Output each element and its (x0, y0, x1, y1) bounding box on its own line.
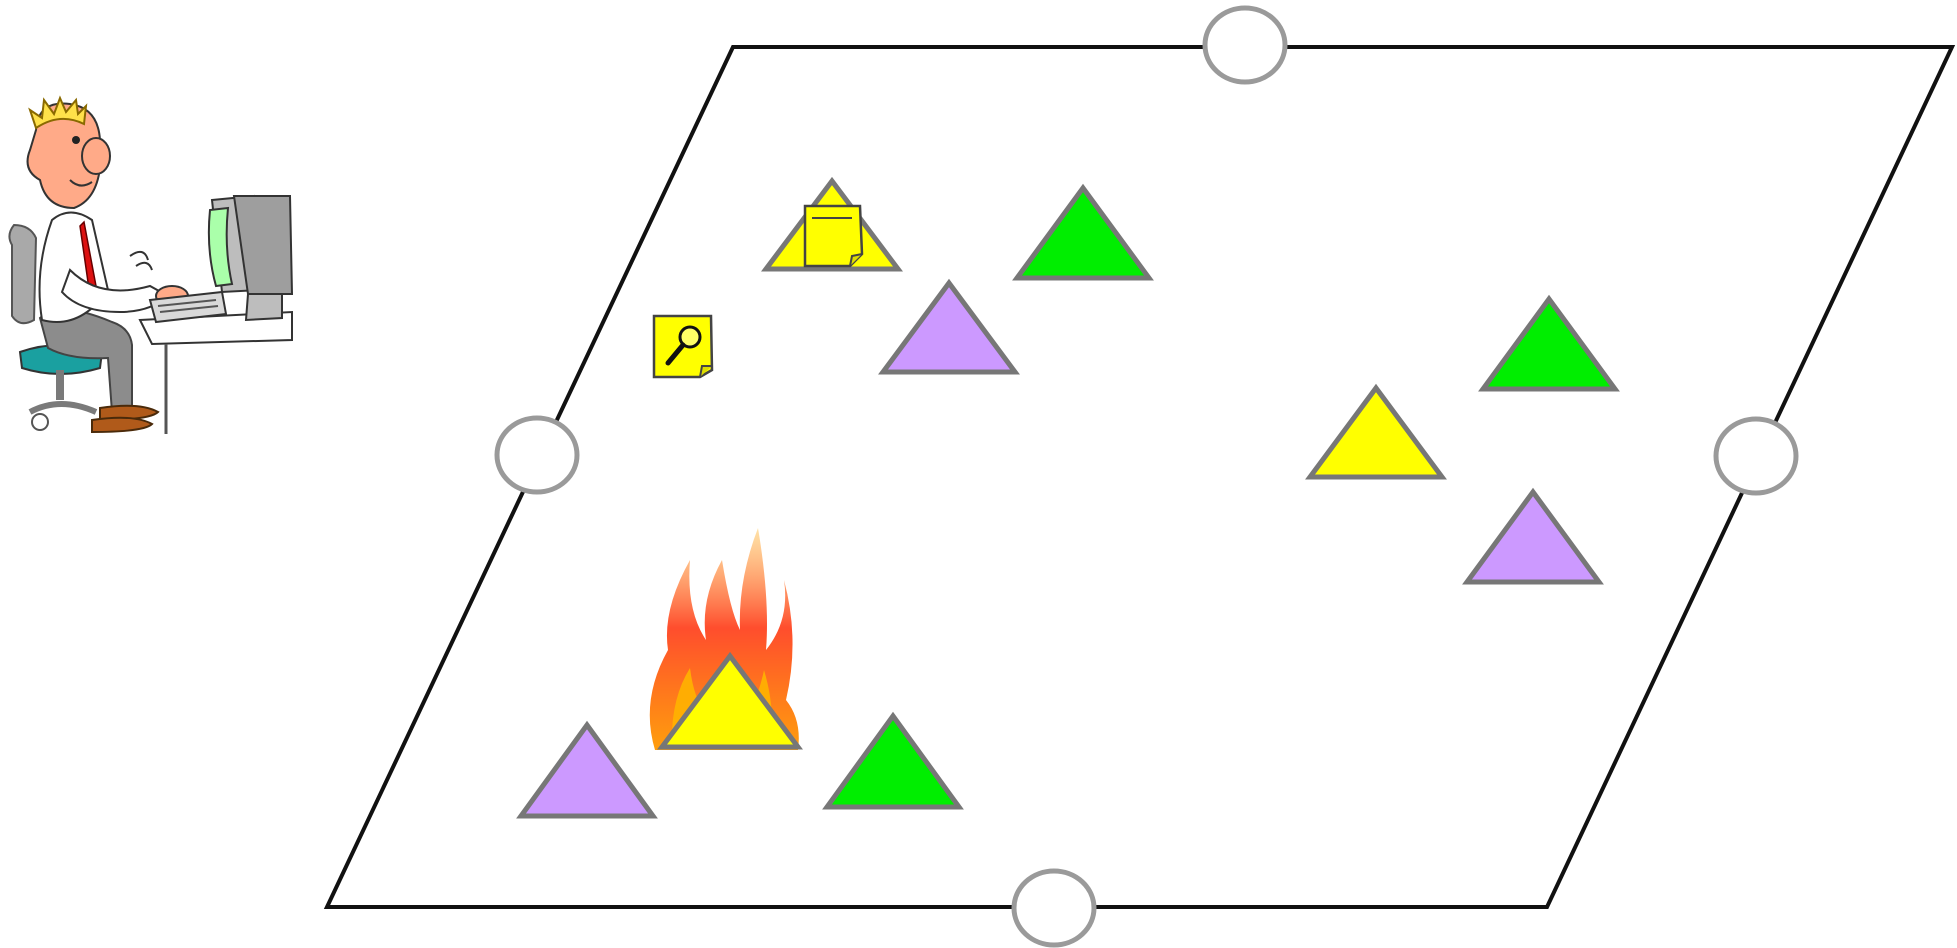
person-at-computer-icon (9, 98, 292, 434)
port-bottom[interactable] (1014, 871, 1094, 945)
port-right[interactable] (1716, 419, 1796, 493)
port-left[interactable] (497, 418, 577, 492)
port-top[interactable] (1205, 8, 1285, 82)
document-icon[interactable] (805, 206, 862, 266)
search-note-icon[interactable] (654, 316, 712, 377)
